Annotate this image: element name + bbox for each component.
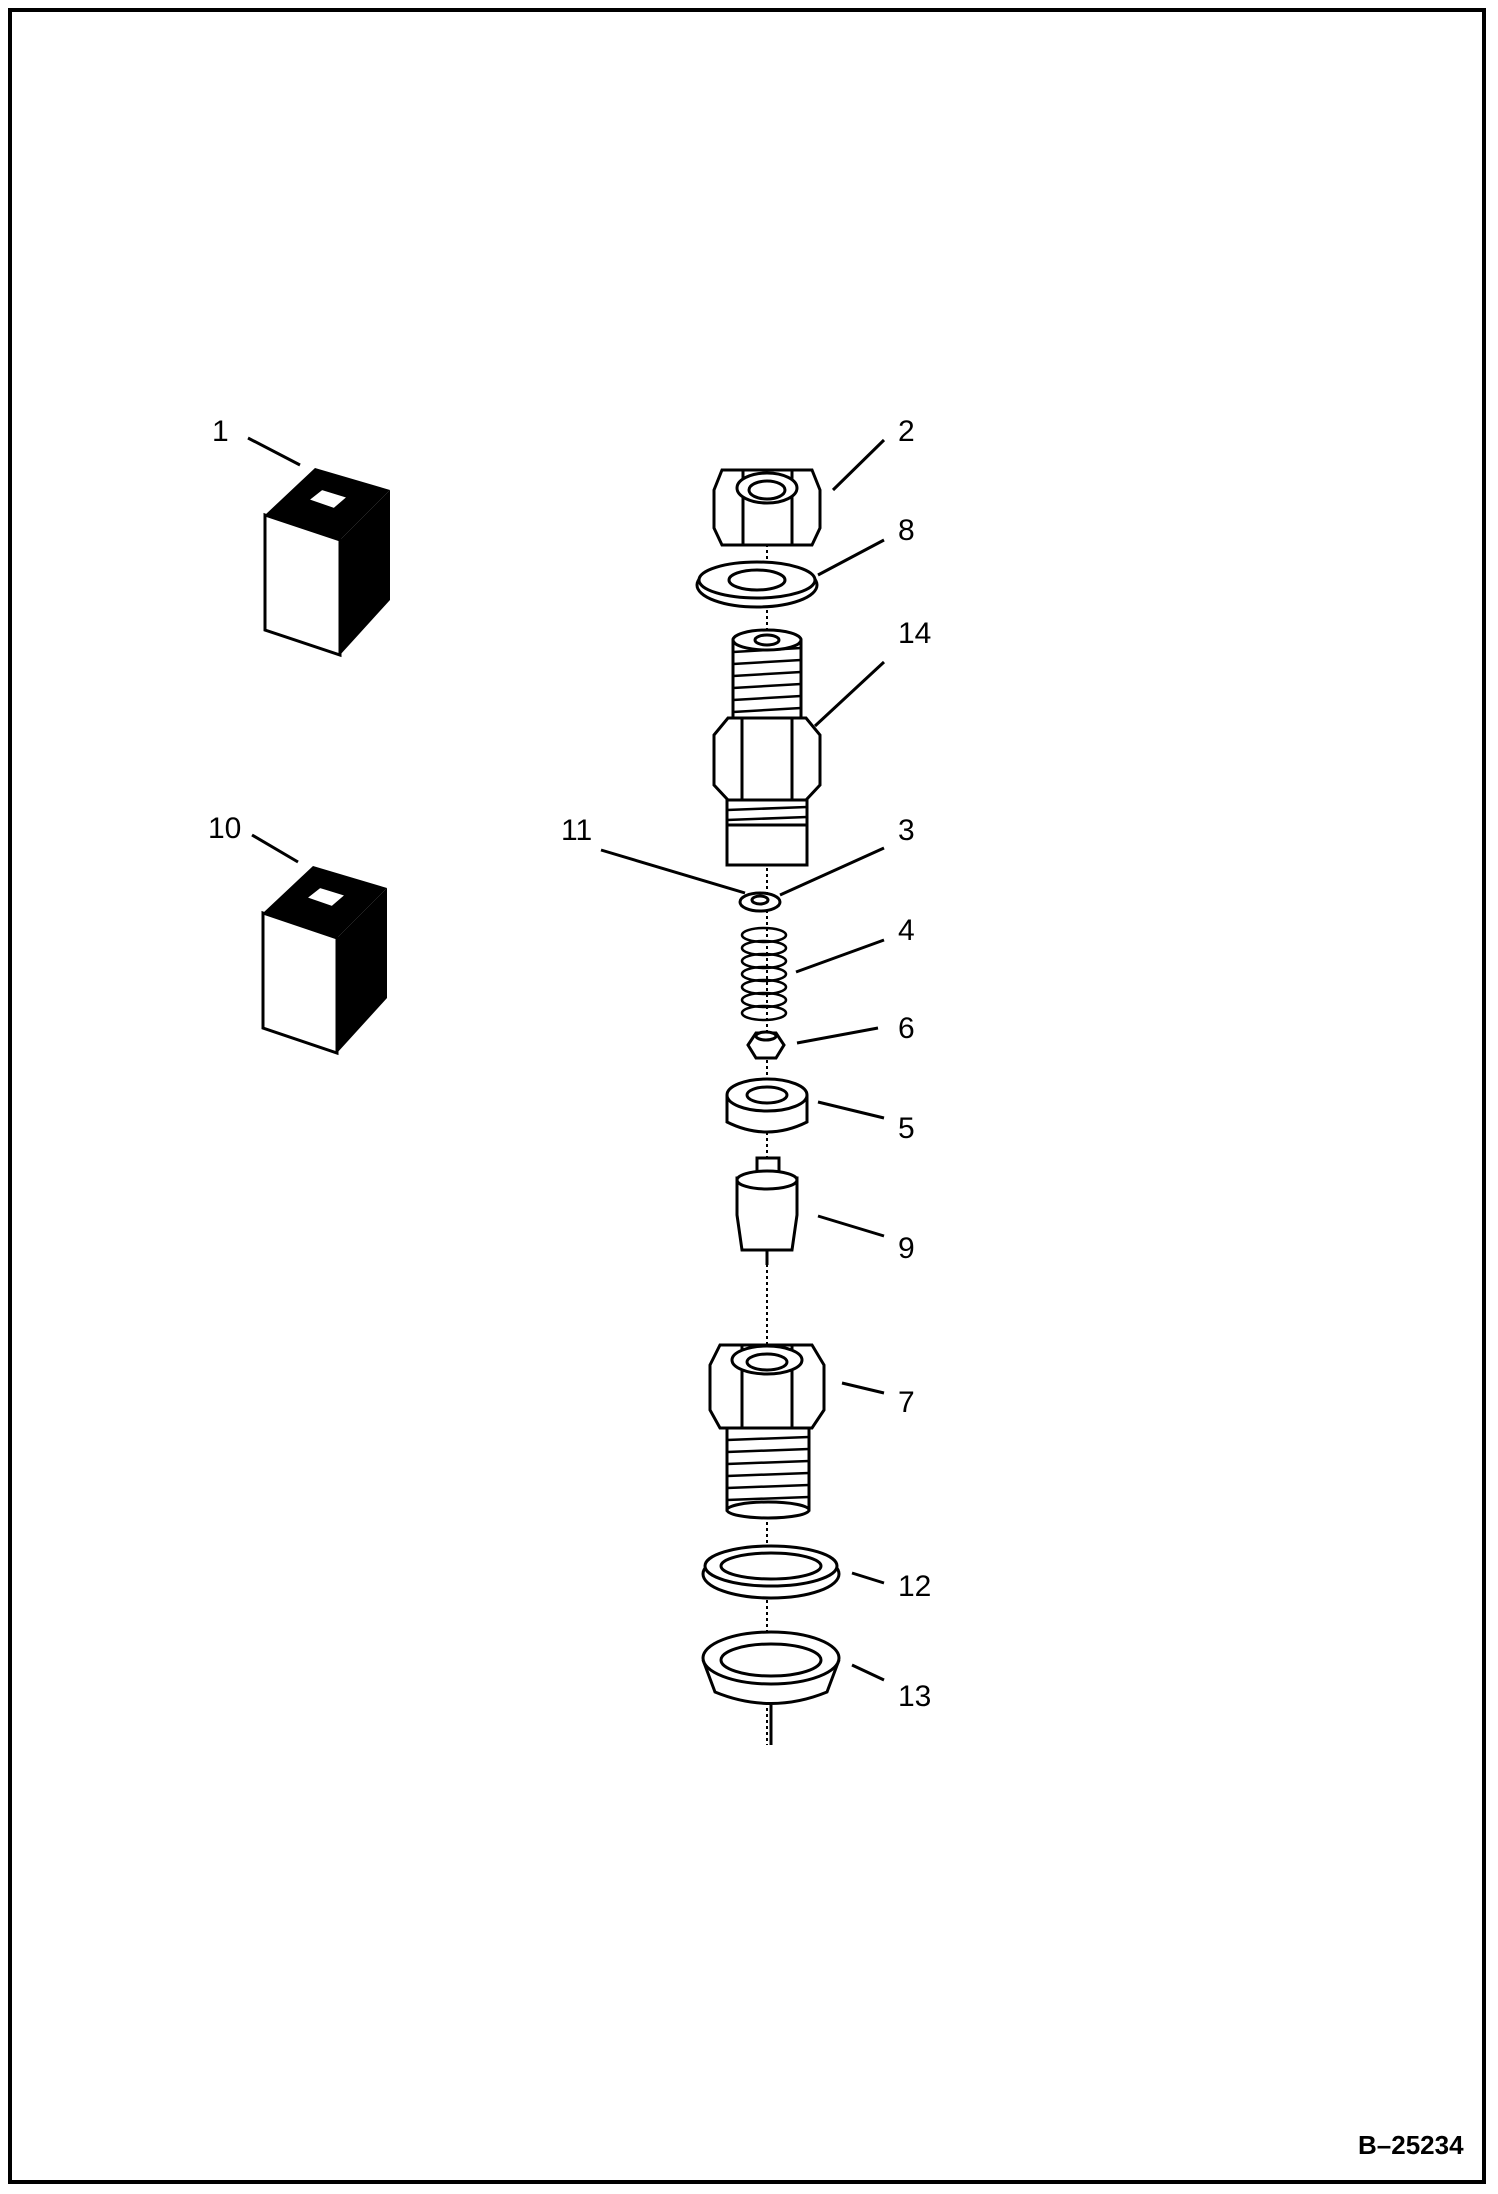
part-1-kit-box [263,468,390,658]
leader-line-9 [817,1214,885,1238]
part-5-spacer [725,1077,809,1134]
leader-line-13 [851,1663,885,1682]
leader-line-5 [817,1100,885,1120]
callout-2: 2 [898,415,915,448]
leader-line-3 [779,846,885,897]
part-3-shim [738,891,782,913]
leader-line-4 [795,938,885,974]
part-8-washer [695,560,819,609]
part-12-gasket [701,1544,841,1600]
callout-10: 10 [208,812,241,845]
part-9-nozzle [735,1156,799,1265]
leader-line-12 [851,1571,885,1585]
callout-9: 9 [898,1232,915,1265]
part-13-sleeve [701,1630,841,1745]
page-border [8,8,1486,2184]
leader-line-1 [247,436,301,467]
callout-7: 7 [898,1386,915,1419]
part-4-spring [740,926,788,1022]
callout-8: 8 [898,514,915,547]
part-14-holder-body [712,628,822,867]
callout-5: 5 [898,1112,915,1145]
callout-4: 4 [898,914,915,947]
callout-3: 3 [898,814,915,847]
callout-14: 14 [898,617,931,650]
callout-12: 12 [898,1570,931,1603]
leader-line-2 [831,438,886,492]
callout-6: 6 [898,1012,915,1045]
callout-11: 11 [561,814,592,847]
callout-1: 1 [212,415,229,448]
part-2-hex-nut [712,468,822,547]
leader-line-6 [796,1026,879,1045]
leader-line-11 [600,848,746,895]
part-6-pressure-pin [746,1030,786,1060]
callout-13: 13 [898,1680,931,1713]
leader-line-10 [251,833,299,864]
leader-line-14 [813,660,886,728]
leader-line-8 [817,538,885,577]
part-7-retaining-nut [708,1343,826,1520]
part-10-kit-box [261,866,387,1056]
figure-id-label: B–25234 [1358,2130,1464,2160]
leader-line-7 [841,1381,885,1395]
